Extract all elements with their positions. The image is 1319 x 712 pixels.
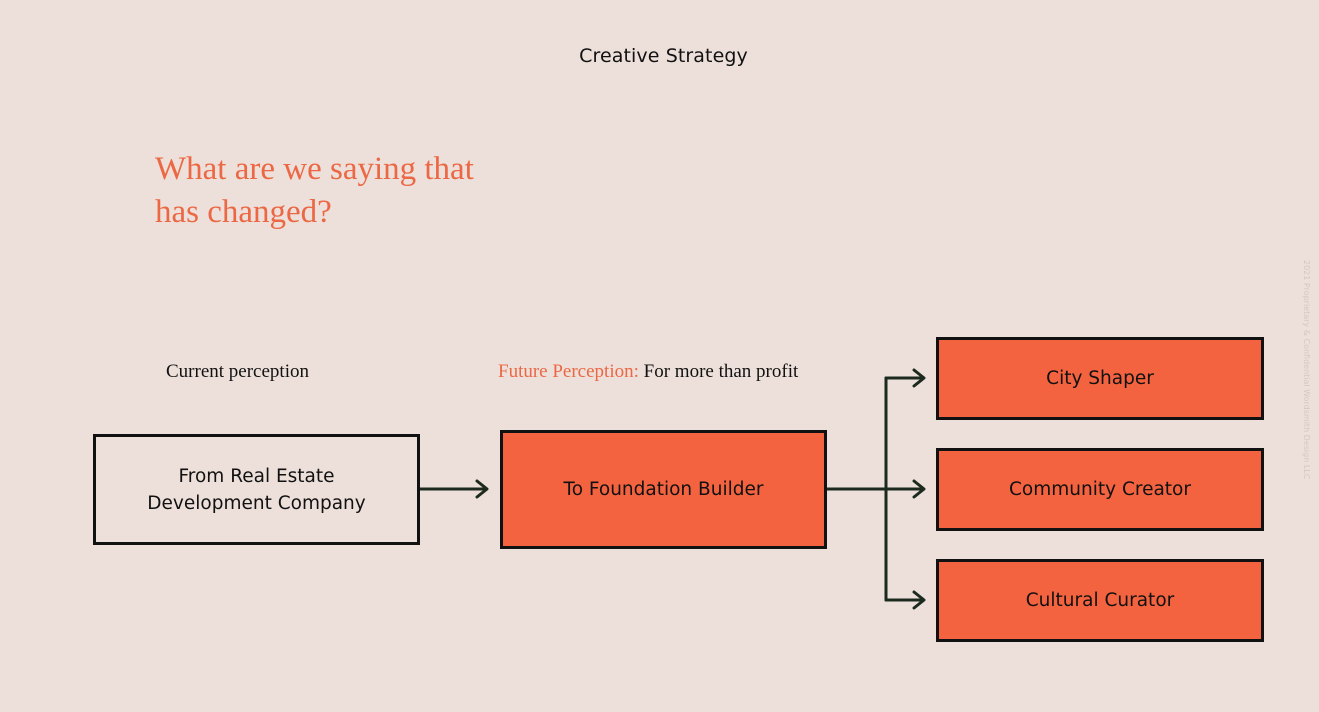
page-title: Creative Strategy bbox=[579, 45, 748, 67]
arrowhead-city bbox=[912, 368, 926, 388]
current-perception-label: Current perception bbox=[166, 361, 309, 382]
arrowhead-to bbox=[475, 479, 489, 499]
future-perception-prefix: Future Perception: bbox=[498, 361, 639, 382]
foundation-builder-box: To Foundation Builder bbox=[500, 430, 827, 549]
from-box-line-1: From Real Estate bbox=[178, 465, 335, 487]
question-line-1: What are we saying that bbox=[155, 151, 474, 187]
question-heading: What are we saying that has changed? bbox=[155, 148, 535, 234]
question-line-2: has changed? bbox=[155, 194, 332, 230]
arrowhead-cultural bbox=[912, 590, 926, 610]
from-box-line-2: Development Company bbox=[147, 492, 366, 514]
arrowhead-community bbox=[912, 479, 926, 499]
future-perception-label: Future Perception: For more than profit bbox=[498, 361, 798, 383]
future-perception-suffix: For more than profit bbox=[643, 361, 799, 382]
city-shaper-box: City Shaper bbox=[936, 337, 1264, 420]
copyright-watermark: 2021 Proprietary & Confidential Wordsmit… bbox=[1302, 260, 1311, 480]
community-creator-box: Community Creator bbox=[936, 448, 1264, 531]
cultural-curator-box: Cultural Curator bbox=[936, 559, 1264, 642]
from-real-estate-box: From Real Estate Development Company bbox=[93, 434, 420, 545]
